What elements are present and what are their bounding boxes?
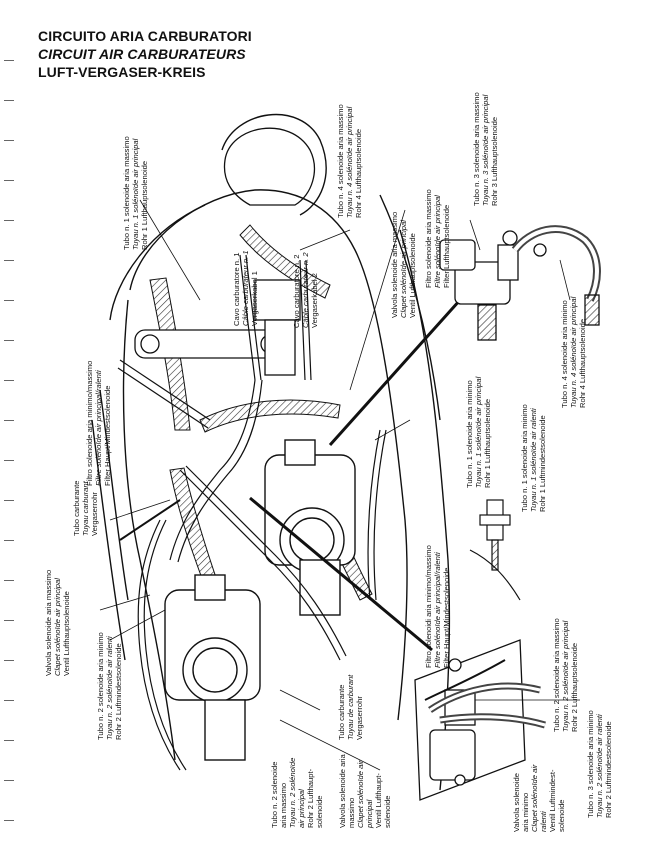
carburetor-2 [164,574,261,761]
margin-tick [4,260,14,261]
margin-tick [4,180,14,181]
label-filtro-mid: Filtro solenoide aria minimo/massimo Fil… [85,360,112,486]
label-tubo2-left: Tubo n. 2 solenoide aria minimo Tuyau n.… [96,632,123,740]
margin-tick [4,220,14,221]
label-cavo2: Cavo carburatore n. 2 Câble carburateur … [292,252,319,328]
margin-tick [4,420,14,421]
label-valvola-bottom: Valvola solenoide aria massimo Clapet so… [338,754,392,828]
fuel-tank [223,127,315,206]
margin-tick [4,580,14,581]
solenoid-valve-detail-bottom [414,639,546,801]
label-tubo4-right: Tubo n. 4 solenoide aria minimo Tuyau n.… [560,296,587,408]
frame-outline [91,113,451,791]
label-tubo4-top: Tubo n. 4 solenoide aria massimo Tuyau n… [336,104,363,218]
label-tubo1-mid: Tubo n. 1 solenoide aria minimo Tuyau n.… [465,376,492,488]
label-filtro-top: Filtro solenoide aria massimo Filtre sol… [424,189,451,288]
label-tubo3-right-bottom: Tubo n. 3 solenoide aria minimo Tuyau n.… [586,710,613,818]
label-cavo1: Cavo carburatore n. 1 Câble carburateur … [232,250,259,326]
margin-tick [4,380,14,381]
margin-tick [4,540,14,541]
margin-tick [4,340,14,341]
solenoid-valve-detail-top [439,225,601,341]
hoses [117,254,387,771]
label-tubo3-top: Tubo n. 3 solenoide aria massimo Tuyau n… [472,92,499,206]
label-filtro-lower: Filtro solenoidi aria minimo/massimo Fil… [424,545,451,668]
label-leaders [99,199,580,771]
label-tubo-carburante-top: Tubo carburante Tuyau carburant Vergaser… [72,480,99,536]
margin-tick [4,500,14,501]
margin-tick [4,460,14,461]
hose-fitting-detail [469,499,521,601]
margin-tick [4,100,14,101]
label-tubo1-top: Tubo n. 1 solenoide aria massimo Tuyau n… [122,136,149,250]
margin-tick [4,820,14,821]
margin-tick [4,660,14,661]
label-valvola-left: Valvola solenoide aria massimo Clapet so… [44,569,71,676]
margin-tick [4,780,14,781]
margin-tick [4,700,14,701]
label-valvola-top: Valvola solenoide aria massimo Clapet so… [390,211,417,318]
margin-tick [4,140,14,141]
carburetor-1 [264,439,356,616]
title-french: CIRCUIT AIR CARBURATEURS [38,46,246,62]
margin-tick [4,740,14,741]
leader-arrows [119,298,462,652]
label-tubo2-right-bottom: Tubo n. 2 solenoide aria massimo Tuyau n… [552,618,579,732]
air-box [134,279,301,376]
label-valvola-right-bottom: Valvola solenoide aria minimo Clapet sol… [512,764,566,832]
margin-tick [4,60,14,61]
title-italian: CIRCUITO ARIA CARBURATORI [38,28,252,44]
label-tubo-carburante-bottom: Tubo carburante Tuyau de carburant Verga… [337,674,364,740]
label-tubo2-bottom: Tubo n. 2 solenoide aria massimo Tuyau n… [270,757,324,828]
label-tubo1-ralenti: Tubo n. 1 solenoide aria minimo Tuyau n.… [520,404,547,512]
title-german: LUFT-VERGASER-KREIS [38,64,206,80]
margin-tick [4,300,14,301]
margin-tick [4,620,14,621]
